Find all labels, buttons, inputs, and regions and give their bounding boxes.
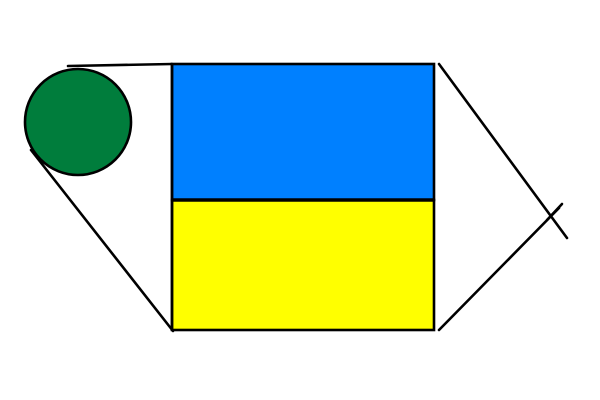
bottom-rectangle — [170, 198, 436, 332]
bottom-left-diagonal-line — [29, 148, 175, 333]
green-circle — [23, 67, 133, 177]
tick-mark — [545, 202, 564, 222]
upper-right-diagonal-line — [437, 62, 569, 240]
top-left-tangent-line — [66, 62, 174, 68]
outline-lines — [29, 62, 569, 333]
lower-right-diagonal-line — [437, 206, 561, 332]
top-rectangle — [170, 62, 436, 202]
